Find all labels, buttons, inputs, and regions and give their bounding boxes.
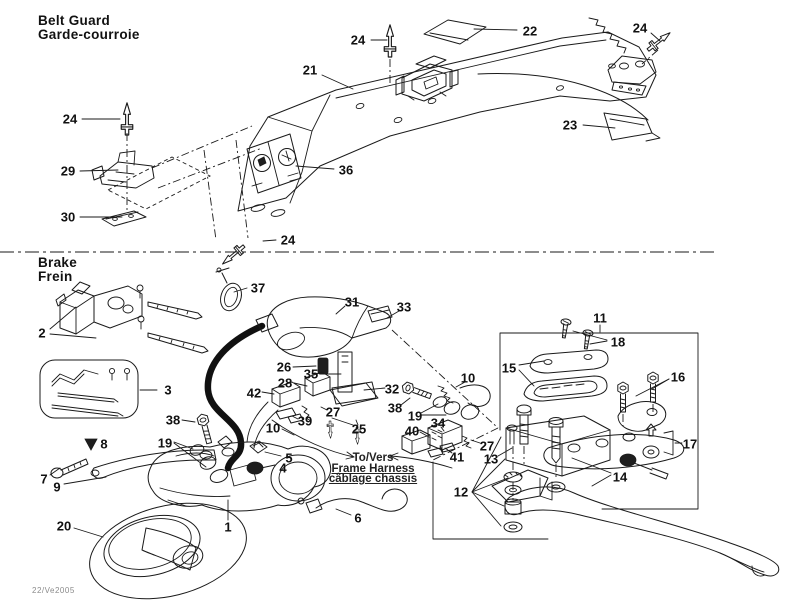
part-callout-33: 33 bbox=[396, 299, 412, 315]
lever-arm-9 bbox=[63, 449, 217, 485]
master-cylinder-box-11 bbox=[391, 324, 699, 540]
master-cylinder-parts bbox=[471, 317, 780, 577]
part-callout-11: 11 bbox=[593, 310, 607, 326]
brake-title-en: Brake bbox=[38, 255, 78, 270]
part-callout-26: 26 bbox=[276, 359, 292, 375]
belt-guard-title-en: Belt Guard bbox=[38, 13, 111, 28]
boot-31 bbox=[266, 296, 392, 358]
part-callout-36: 36 bbox=[338, 162, 354, 178]
part-callout-35: 35 bbox=[303, 366, 319, 382]
hook-37 bbox=[215, 267, 248, 312]
part-callout-23: 23 bbox=[562, 117, 578, 133]
part-callout-5: 5 bbox=[285, 450, 293, 466]
part-callout-32: 32 bbox=[384, 381, 400, 397]
part-callout-22: 22 bbox=[522, 23, 538, 39]
rivet-24-top bbox=[383, 24, 397, 58]
hose-fitting bbox=[255, 313, 279, 333]
note-line2: Frame Harness bbox=[331, 462, 415, 475]
part-callout-27: 27 bbox=[479, 438, 495, 454]
frame-harness-note: To/Vers Frame Harness câblage chassis bbox=[308, 453, 438, 485]
part-callout-37: 37 bbox=[250, 280, 266, 296]
part-callout-6: 6 bbox=[354, 510, 362, 526]
part-callout-24: 24 bbox=[62, 111, 78, 127]
part-callout-24: 24 bbox=[280, 232, 296, 248]
part-callout-25: 25 bbox=[351, 421, 367, 437]
warning-decal-36 bbox=[246, 133, 302, 194]
part-callout-21: 21 bbox=[302, 62, 318, 78]
cone-8 bbox=[84, 438, 98, 451]
brake-title-fr: Frein bbox=[38, 269, 73, 284]
bracket-29 bbox=[91, 150, 155, 189]
part-callout-8: 8 bbox=[100, 436, 108, 452]
guard-clip bbox=[395, 55, 459, 102]
deflector-23 bbox=[477, 73, 661, 142]
part-callout-39: 39 bbox=[297, 413, 313, 429]
part-callout-19: 19 bbox=[157, 435, 173, 451]
rivet-24-right bbox=[644, 28, 674, 55]
part-callout-1: 1 bbox=[224, 519, 232, 535]
part-callout-16: 16 bbox=[670, 369, 686, 385]
part-callout-2: 2 bbox=[38, 325, 46, 341]
plate-30 bbox=[101, 210, 147, 227]
brake-disc-20 bbox=[73, 502, 247, 600]
washers-19-left bbox=[173, 441, 229, 483]
note-arrows bbox=[271, 419, 453, 469]
spring-coil bbox=[588, 17, 627, 54]
belt-guard-title: Belt Guard Garde-courroie bbox=[38, 14, 140, 42]
cap-5-nut-4 bbox=[246, 440, 282, 475]
end-bracket bbox=[607, 55, 657, 96]
part-callout-29: 29 bbox=[60, 163, 76, 179]
part-callout-24: 24 bbox=[632, 20, 648, 36]
part-callout-14: 14 bbox=[612, 469, 628, 485]
switch-cluster bbox=[246, 351, 386, 449]
part-callout-34: 34 bbox=[430, 415, 446, 431]
rivet-24-bottom bbox=[218, 241, 248, 269]
brake-assembly bbox=[39, 267, 780, 600]
part-callout-7: 7 bbox=[40, 471, 48, 487]
part-callout-4: 4 bbox=[279, 460, 287, 476]
note-line1: To/Vers bbox=[352, 452, 394, 464]
bolt-38-left bbox=[195, 412, 215, 446]
part-callout-20: 20 bbox=[56, 518, 72, 534]
kit-box-3 bbox=[39, 359, 158, 419]
part-callout-9: 9 bbox=[53, 479, 61, 495]
part-callout-24: 24 bbox=[350, 32, 366, 48]
part-callout-28: 28 bbox=[277, 375, 293, 391]
part-callout-42: 42 bbox=[246, 385, 262, 401]
part-callout-10: 10 bbox=[460, 370, 476, 386]
adapter-2 bbox=[49, 281, 209, 354]
part-callout-41: 41 bbox=[449, 449, 465, 465]
belt-guard-assembly bbox=[79, 17, 674, 269]
brake-title: Brake Frein bbox=[38, 256, 77, 284]
part-callout-17: 17 bbox=[682, 436, 698, 452]
part-callout-30: 30 bbox=[60, 209, 76, 225]
rivet-24-left bbox=[120, 102, 134, 136]
part-callout-12: 12 bbox=[453, 484, 469, 500]
part-callout-40: 40 bbox=[404, 423, 420, 439]
flap-22 bbox=[423, 19, 487, 45]
belt-guard-leaders bbox=[79, 28, 661, 242]
note-line3: câblage chassis bbox=[328, 473, 418, 485]
ghost-pad bbox=[107, 156, 211, 210]
part-callout-27: 27 bbox=[325, 404, 341, 420]
part-callout-15: 15 bbox=[501, 360, 517, 376]
caliper-1 bbox=[147, 435, 332, 521]
belt-guard-title-fr: Garde-courroie bbox=[38, 27, 140, 42]
part-callout-19: 19 bbox=[407, 408, 423, 424]
part-callout-10: 10 bbox=[265, 420, 281, 436]
part-callout-3: 3 bbox=[164, 382, 172, 398]
bolt-7 bbox=[49, 458, 89, 479]
hose-6 bbox=[297, 488, 408, 516]
part-callout-13: 13 bbox=[483, 451, 499, 467]
drawing-code-watermark: 22/Ve2005 bbox=[32, 586, 75, 595]
brake-hose-10 bbox=[204, 322, 266, 472]
part-callout-31: 31 bbox=[344, 294, 360, 310]
part-callout-38: 38 bbox=[165, 412, 181, 428]
part-callout-18: 18 bbox=[610, 334, 626, 350]
clip-33 bbox=[367, 305, 400, 323]
belt-guard-panel-21 bbox=[237, 31, 657, 217]
part-callout-38: 38 bbox=[387, 400, 403, 416]
